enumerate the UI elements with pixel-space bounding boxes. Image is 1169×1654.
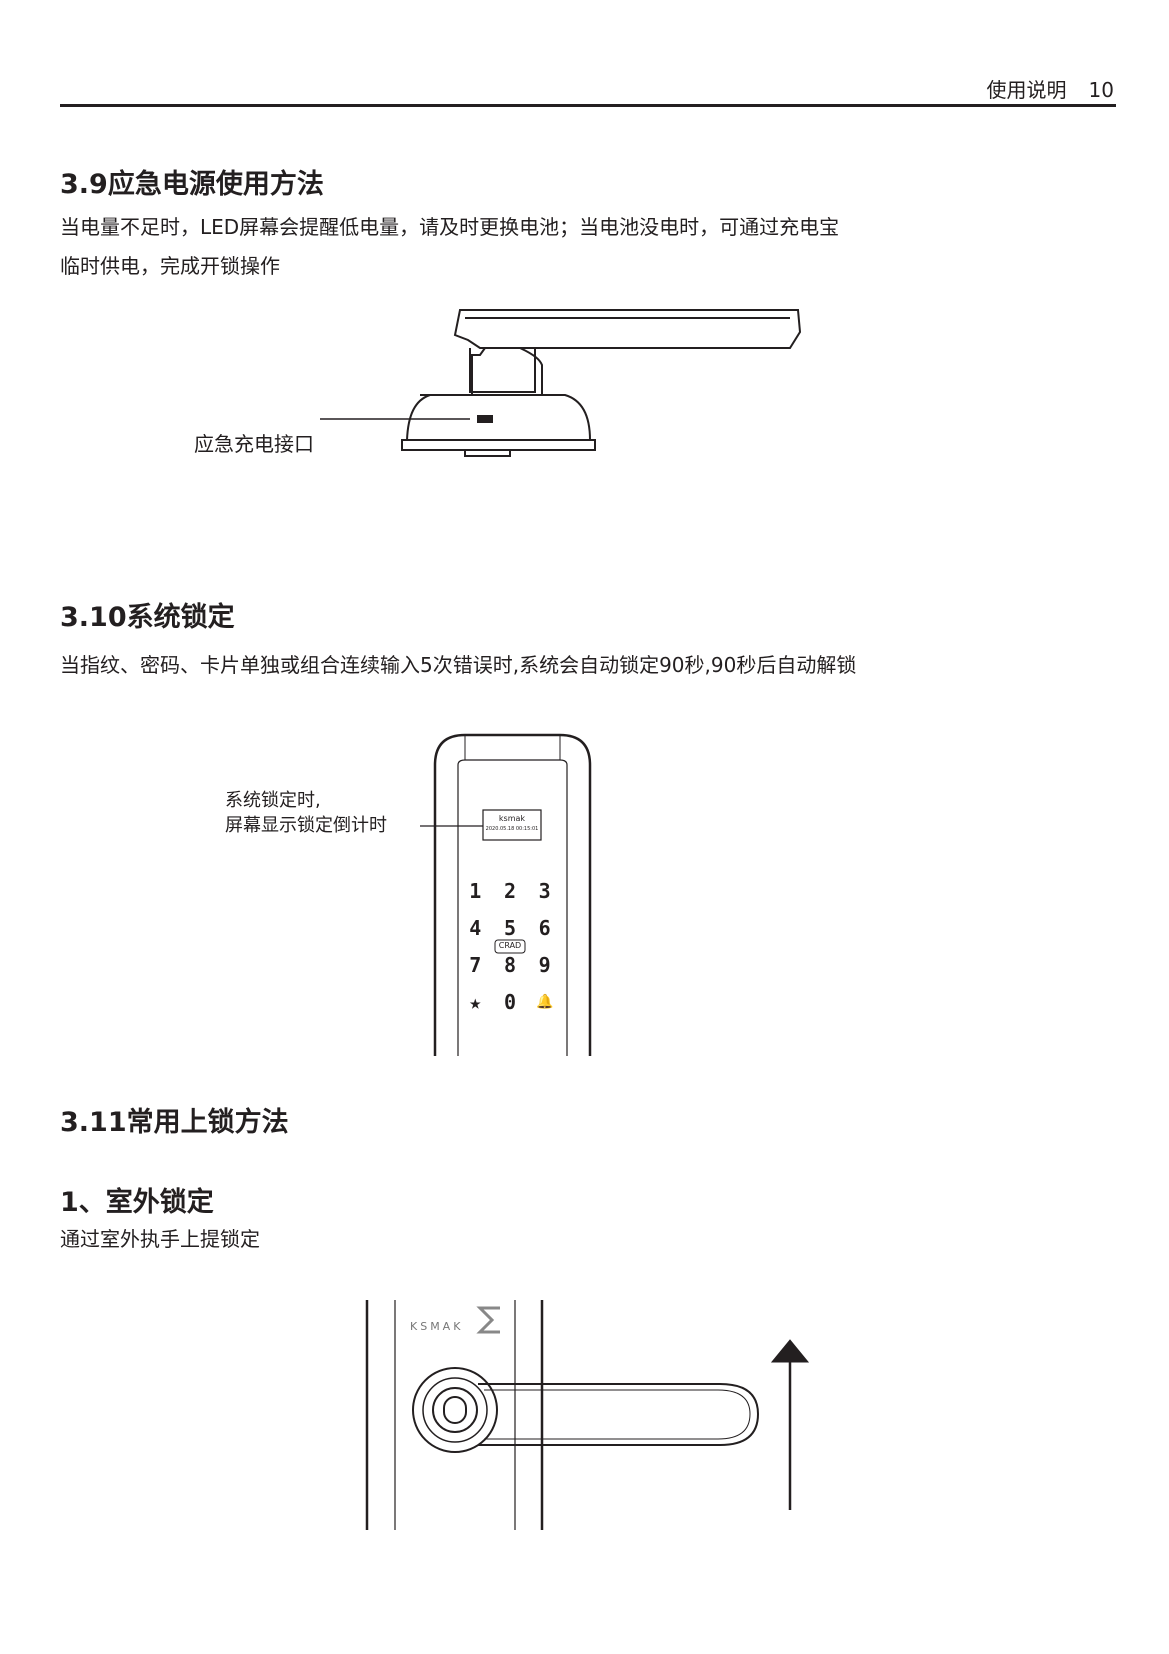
callout-line: 屏幕显示锁定倒计时 [225, 815, 387, 836]
card-label: CRAD [498, 941, 522, 950]
key-7[interactable]: 7 [469, 953, 482, 977]
section-3-9-body: 当电量不足时，LED屏幕会提醒低电量，请及时更换电池；当电池没电时，可通过充电宝… [60, 208, 839, 286]
key-star[interactable]: ★ [469, 990, 482, 1014]
outdoor-lock-subtitle: 1、室外锁定 [60, 1187, 214, 1218]
lockout-callout: 系统锁定时, 屏幕显示锁定倒计时 [225, 788, 387, 838]
lock-screen: ksmak 2020.05.18 00:15:01 [483, 814, 541, 832]
keypad: 1 2 3 4 5 6 7 8 9 ★ 0 🔔 [458, 881, 562, 1012]
key-1[interactable]: 1 [469, 879, 482, 903]
key-2[interactable]: 2 [503, 879, 517, 903]
body-line: 当电量不足时，LED屏幕会提醒低电量，请及时更换电池；当电池没电时，可通过充电宝 [60, 215, 840, 239]
page-number: 10 [1088, 78, 1114, 102]
header-title: 使用说明 [986, 78, 1067, 102]
body-line: 临时供电，完成开锁操作 [60, 254, 280, 278]
key-3[interactable]: 3 [538, 879, 551, 903]
header-divider [60, 104, 1116, 107]
outdoor-lock-body: 通过室外执手上提锁定 [60, 1227, 260, 1251]
key-4[interactable]: 4 [469, 916, 482, 940]
brand-logo: KSMAK [410, 1320, 464, 1333]
key-8[interactable]: 8 [503, 953, 517, 977]
handle-lock-illustration [365, 1300, 810, 1530]
charge-port-callout: 应急充电接口 [194, 432, 314, 456]
section-3-9-title: 3.9应急电源使用方法 [60, 169, 324, 200]
bell-icon[interactable]: 🔔 [535, 994, 554, 1010]
screen-brand: ksmak [498, 814, 526, 823]
section-3-11-title: 3.11常用上锁方法 [60, 1107, 289, 1138]
key-5[interactable]: 5 [503, 916, 517, 940]
section-3-10-body: 当指纹、密码、卡片单独或组合连续输入5次错误时,系统会自动锁定90秒,90秒后自… [60, 653, 857, 677]
emergency-charge-illustration [320, 309, 802, 457]
callout-line: 系统锁定时, [225, 790, 321, 811]
screen-datetime: 2020.05.18 00:15:01 [485, 826, 539, 832]
key-6[interactable]: 6 [538, 916, 551, 940]
keypad-lock-illustration [420, 733, 592, 1056]
section-3-10-title: 3.10系统锁定 [60, 602, 235, 633]
page-header: 使用说明 10 [987, 74, 1114, 103]
key-0[interactable]: 0 [503, 990, 517, 1014]
key-9[interactable]: 9 [538, 953, 551, 977]
